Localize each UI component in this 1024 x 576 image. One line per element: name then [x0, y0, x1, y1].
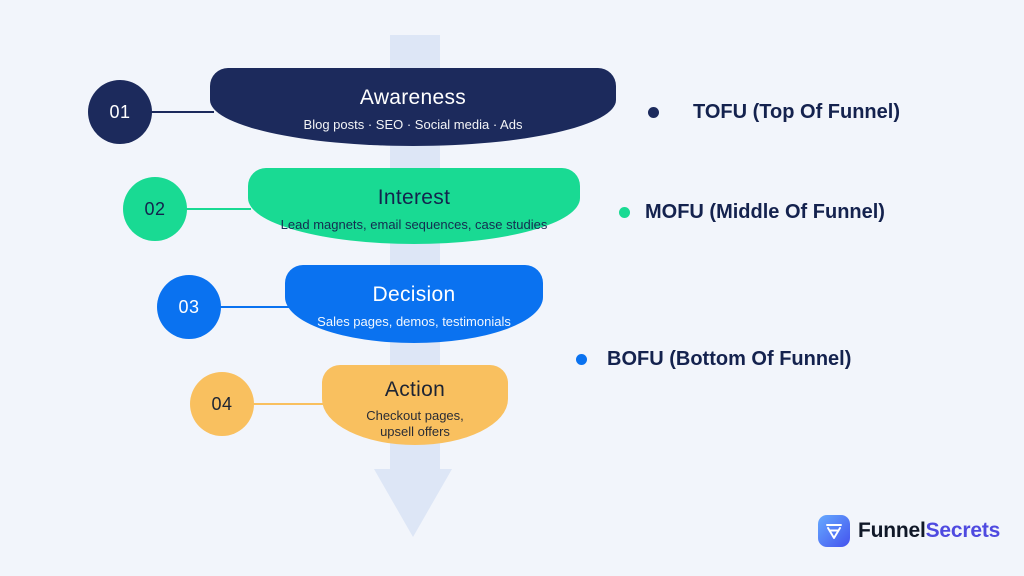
bofu-bullet-icon: [576, 353, 587, 365]
brand-name: FunnelSecrets: [858, 515, 1000, 547]
connector-line-4: [252, 403, 326, 405]
legend-item-bofu: BOFU (Bottom Of Funnel): [576, 345, 851, 373]
stage-number-badge-3: 03: [157, 275, 221, 339]
brand-name-second: Secrets: [925, 519, 1001, 542]
tofu-bullet-icon: [648, 106, 659, 118]
stage-number-badge-4: 04: [190, 372, 254, 436]
funnel-stage-action: Action Checkout pages, upsell offers: [322, 365, 508, 445]
mofu-bullet-icon: [619, 206, 630, 218]
stage-subtitle-action: Checkout pages, upsell offers: [366, 408, 464, 439]
legend-label-bofu: BOFU (Bottom Of Funnel): [607, 348, 852, 370]
stage-number-2: 02: [144, 198, 166, 219]
funnel-icon: [818, 515, 850, 547]
stage-title-awareness: Awareness: [359, 86, 467, 109]
funnel-stage-decision: Decision Sales pages, demos, testimonial…: [285, 265, 543, 343]
stage-subtitle-awareness: Blog posts · SEO · Social media · Ads: [303, 117, 523, 132]
legend-label-tofu: TOFU (Top Of Funnel): [693, 101, 900, 123]
legend-label-mofu: MOFU (Middle Of Funnel): [645, 201, 885, 223]
funnel-stage-interest: Interest Lead magnets, email sequences, …: [248, 168, 580, 244]
stage-number-badge-1: 01: [88, 80, 152, 144]
connector-line-2: [185, 208, 251, 210]
connector-line-3: [219, 306, 289, 308]
stage-title-interest: Interest: [377, 186, 451, 209]
brand-name-first: Funnel: [858, 519, 926, 542]
legend-item-tofu: TOFU (Top Of Funnel): [648, 98, 900, 126]
stage-number-3: 03: [178, 296, 200, 317]
stage-title-action: Action: [384, 378, 446, 401]
funnel-stage-awareness: Awareness Blog posts · SEO · Social medi…: [210, 68, 616, 146]
stage-number-1: 01: [109, 101, 131, 122]
stage-title-decision: Decision: [372, 283, 456, 306]
stage-subtitle-interest: Lead magnets, email sequences, case stud…: [280, 217, 548, 232]
stage-subtitle-decision: Sales pages, demos, testimonials: [317, 314, 511, 329]
legend-item-mofu: MOFU (Middle Of Funnel): [619, 198, 885, 226]
stage-number-badge-2: 02: [123, 177, 187, 241]
brand-logo: FunnelSecrets: [818, 515, 1000, 547]
connector-line-1: [150, 111, 214, 113]
stage-number-4: 04: [211, 393, 233, 414]
